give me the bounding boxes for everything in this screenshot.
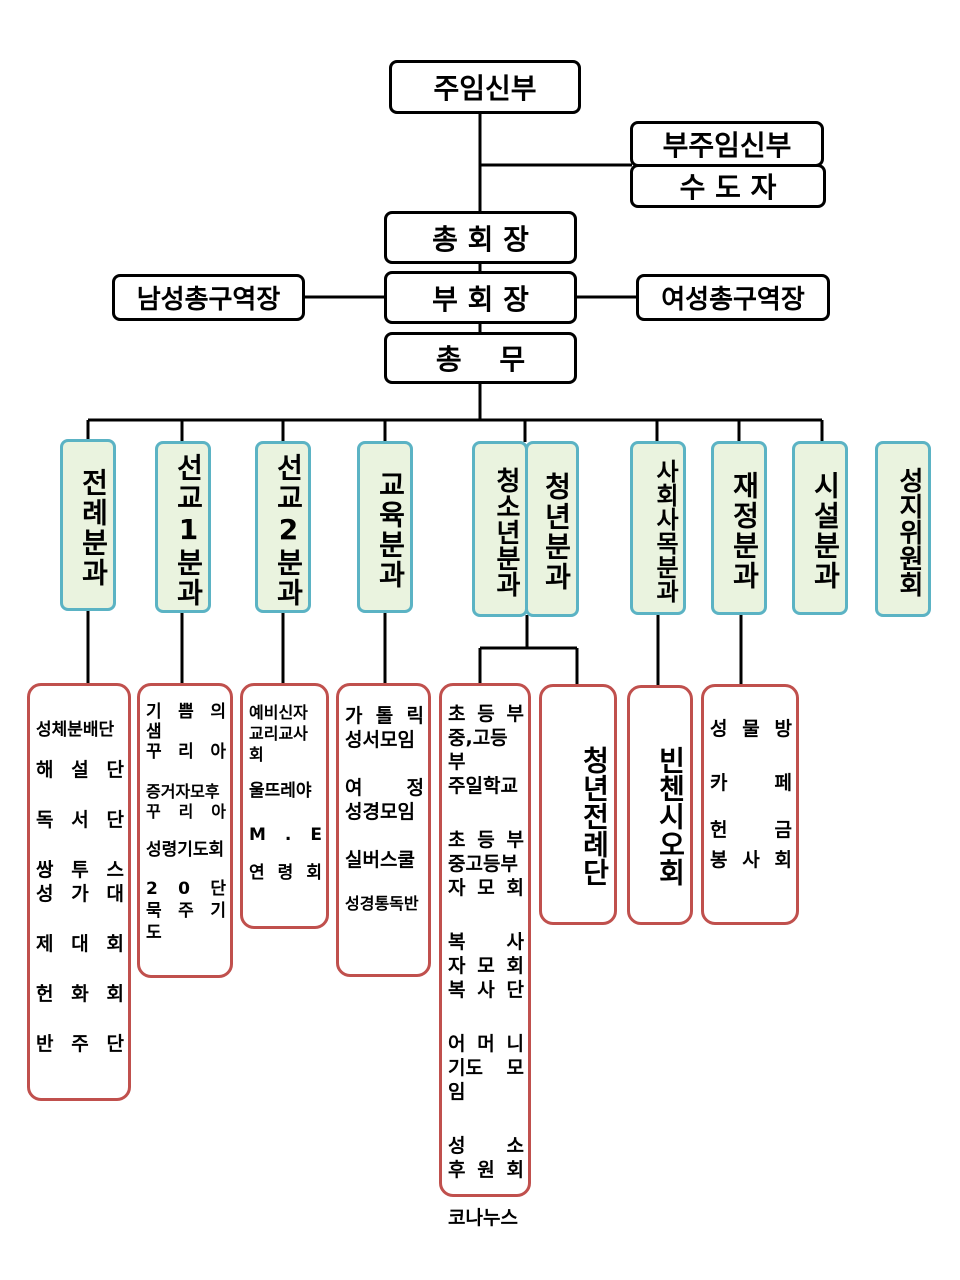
- group-liturgy: 성체분배단 해 설 단 독 서 단 쌍 투 스 성 가 대 제 대 회 헌 화 …: [27, 683, 131, 1101]
- dept-education: 교육분과: [357, 441, 413, 613]
- group-item: 성경통독반: [345, 894, 419, 913]
- president-box: 총 회 장: [384, 211, 577, 264]
- group-item: 반 주 단: [36, 1033, 124, 1055]
- dept-mission1: 선교1분과: [155, 441, 211, 613]
- group-item: 독 서 단: [36, 809, 124, 831]
- dept-holy-site: 성지위원회: [875, 441, 931, 617]
- group-item: 해 설 단: [36, 759, 124, 781]
- group-item: 복 사 자 모 회 복 사 단: [448, 931, 524, 1001]
- dept-youth: 청소년분과: [472, 441, 528, 617]
- group-item: 초 등 부 중,고등부 주일학교: [448, 703, 524, 797]
- group-item: 성체분배단: [36, 720, 115, 740]
- women-district-box: 여성총구역장: [636, 274, 830, 321]
- secretary-box: 총 무: [384, 332, 577, 384]
- group-item: 성 물 방: [710, 718, 792, 740]
- group-item: 코나누스: [448, 1207, 518, 1229]
- group-item: 헌 화 회: [36, 983, 124, 1005]
- group-item: 어 머 니 기도 모임: [448, 1033, 524, 1103]
- group-item: 증거자모후 꾸 리 아: [146, 782, 226, 821]
- assistant-pastor-box: 부주임신부: [630, 121, 824, 167]
- group-item: 실버스쿨: [345, 849, 415, 871]
- group-mission2: 예비신자 교리교사회 울뜨레야 M . E 연 령 회: [240, 683, 329, 929]
- dept-young-adult: 청년분과: [525, 441, 579, 617]
- group-item: 울뜨레야: [249, 781, 312, 801]
- group-item: 여 정 성경모임: [345, 777, 424, 823]
- group-education: 가 톨 릭 성서모임 여 정 성경모임 실버스쿨 성경통독반: [336, 683, 431, 977]
- group-young-adult: 청년전례단: [539, 684, 617, 925]
- dept-social: 사회사목분과: [630, 441, 686, 615]
- group-item: 성 소 후 원 회: [448, 1135, 524, 1181]
- group-youth: 초 등 부 중,고등부 주일학교 초 등 부 중고등부 자 모 회 복 사 자 …: [439, 683, 531, 1229]
- pastor-box: 주임신부: [389, 60, 581, 114]
- group-finance: 성 물 방 카 페 헌 금 봉 사 회: [701, 684, 799, 925]
- dept-mission2: 선교2분과: [255, 441, 311, 613]
- group-item: 쌍 투 스 성 가 대: [36, 859, 124, 905]
- group-item: 2 0 단 묵 주 기 도: [146, 879, 226, 943]
- group-item: 헌 금 봉 사 회: [710, 819, 792, 871]
- group-item: 기 쁨 의 샘 꾸 리 아: [146, 702, 226, 762]
- group-social: 빈첸시오회: [627, 685, 693, 925]
- religious-box: 수 도 자: [630, 164, 826, 208]
- dept-facilities: 시설분과: [792, 441, 848, 615]
- group-mission1: 기 쁨 의 샘 꾸 리 아 증거자모후 꾸 리 아 성령기도회 2 0 단 묵 …: [137, 683, 233, 978]
- men-district-box: 남성총구역장: [112, 274, 305, 321]
- group-item: 연 령 회: [249, 863, 322, 883]
- group-item: 가 톨 릭 성서모임: [345, 705, 424, 751]
- dept-finance: 재정분과: [711, 441, 767, 615]
- group-item: 예비신자 교리교사회: [249, 703, 308, 764]
- group-item: 카 페: [710, 772, 792, 794]
- group-item: M . E: [249, 825, 322, 845]
- group-item: 성령기도회: [146, 840, 225, 860]
- group-item: 초 등 부 중고등부 자 모 회: [448, 829, 524, 899]
- group-item: 제 대 회: [36, 933, 124, 955]
- dept-liturgy: 전례분과: [60, 439, 116, 611]
- vice-president-box: 부 회 장: [384, 271, 577, 324]
